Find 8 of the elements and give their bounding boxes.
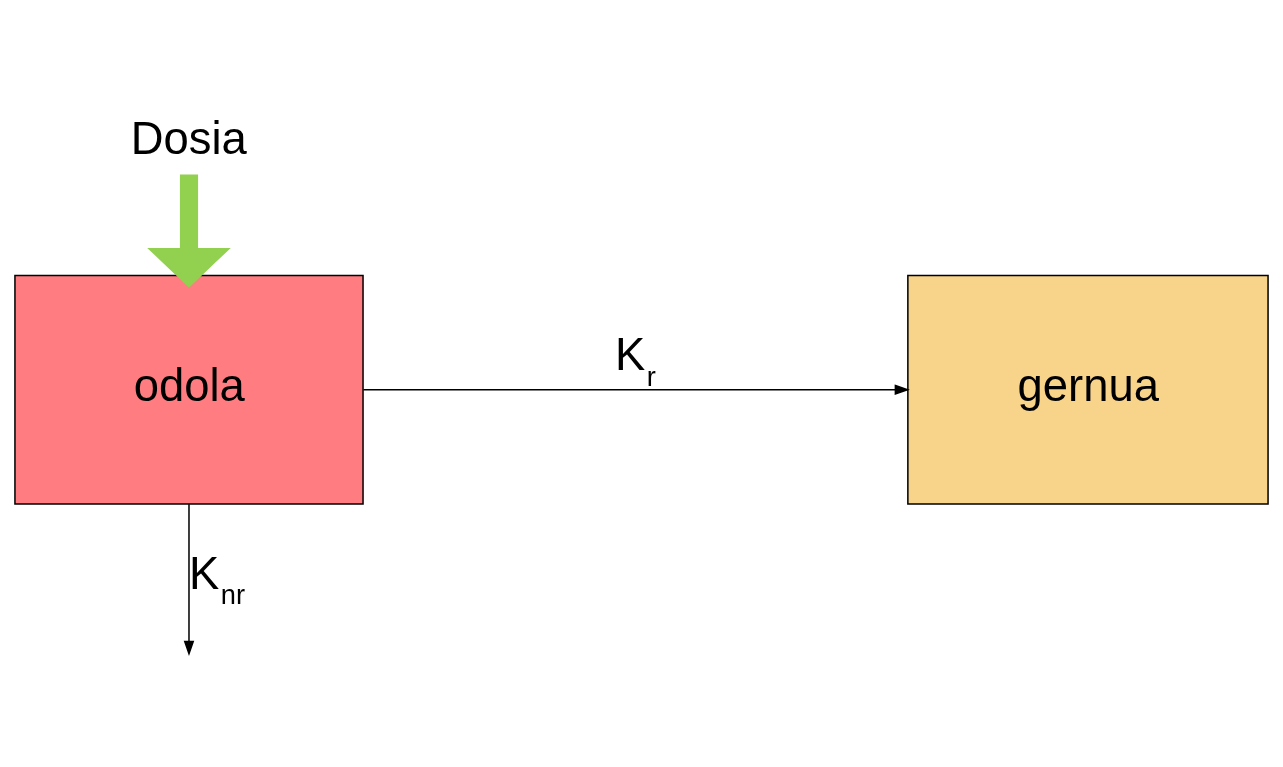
node-box: odola	[14, 274, 364, 505]
arrow	[183, 503, 195, 656]
edge-label: K$_{nr}$	[188, 547, 245, 611]
arrow	[147, 174, 231, 288]
edge-label: K$_{r}$	[615, 329, 656, 392]
arrow	[362, 384, 910, 396]
node-text: Dosia	[130, 113, 247, 165]
node-box: gernua	[907, 274, 1269, 505]
